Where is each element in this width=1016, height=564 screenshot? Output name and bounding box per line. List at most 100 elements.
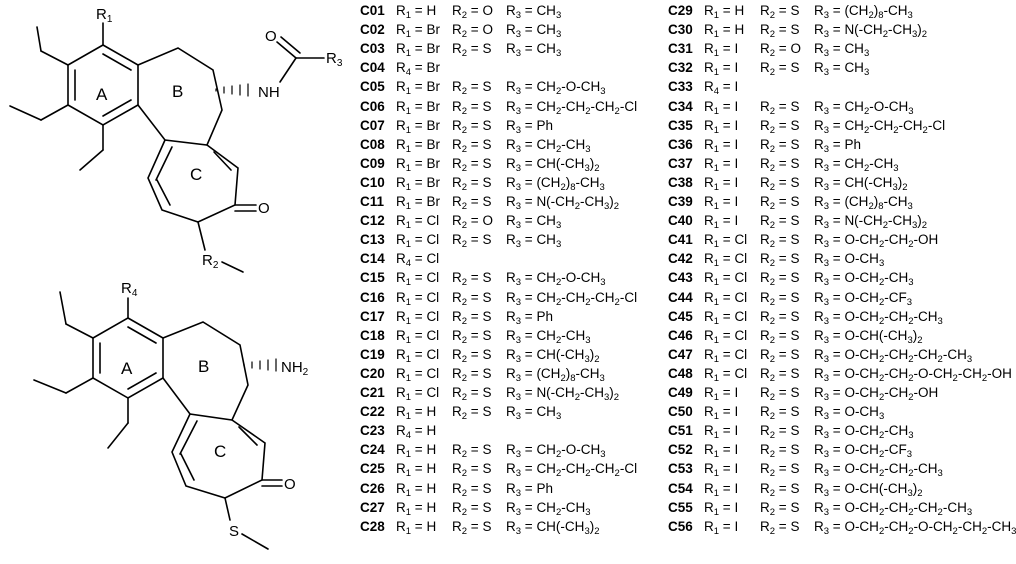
- r3-value: R3 = O-CH2-CH2-O-CH2-CH2-OH: [814, 365, 1012, 384]
- r4-value: R4 = I: [704, 79, 739, 98]
- r3-value: R3 = CH2-CH2-CH2-Cl: [506, 98, 638, 117]
- bottom-nh2-label: NH2: [281, 359, 309, 378]
- r1-value: R1 = Br: [396, 136, 440, 155]
- r1-value: R1 = Cl: [704, 346, 748, 365]
- r1-value: R1 = Cl: [704, 327, 748, 346]
- bottom-ring-c-double-2: [180, 453, 195, 481]
- r2-value: R2 = S: [452, 117, 492, 136]
- r1-value: R1 = I: [704, 442, 739, 461]
- r3-value: R3 = CH(-CH3)2: [814, 174, 908, 193]
- top-ome-2-bond: [40, 104, 69, 121]
- r1-value: R1 = I: [704, 41, 739, 60]
- compound-id: C55: [668, 499, 693, 515]
- r2-value: R2 = S: [760, 194, 800, 212]
- r3-value: R3 = O-CH2-CH2-CH3: [814, 461, 943, 480]
- r2-value: R2 = S: [760, 3, 800, 21]
- r3-value: R3 = CH3: [506, 232, 562, 251]
- r3-value: R3 = O-CH3: [814, 404, 885, 423]
- r3-value: R3 = O-CH(-CH3)2: [814, 327, 923, 346]
- r1-value: R1 = H: [396, 404, 437, 423]
- compound-id: C39: [668, 194, 693, 209]
- r1-value: R1 = Br: [396, 155, 440, 174]
- r1-value: R1 = H: [704, 3, 745, 21]
- top-ring-c-label: C: [190, 165, 202, 184]
- compound-id: C14: [360, 251, 385, 267]
- r1-value: R1 = I: [704, 404, 739, 423]
- r1-value: R1 = I: [704, 385, 739, 403]
- r3-value: R3 = CH2-O-CH3: [506, 79, 606, 98]
- bottom-ome-1-methyl: [59, 291, 67, 325]
- r1-value: R1 = Cl: [396, 308, 440, 327]
- r3-value: R3 = CH2-CH3: [506, 327, 591, 346]
- r1-value: R1 = I: [704, 155, 739, 174]
- compound-id: C56: [668, 518, 693, 534]
- compound-id: C19: [360, 346, 385, 362]
- bottom-s-bond: [224, 497, 231, 521]
- r3-value: R3 = CH(-CH3)2: [506, 346, 600, 365]
- r3-value: R3 = O-CH2-CH2-O-CH2-CH2-CH3: [814, 518, 1016, 537]
- r2-value: R2 = S: [452, 461, 492, 480]
- bottom-ome-1-bond: [65, 323, 94, 339]
- r1-value: R1 = Br: [396, 79, 440, 98]
- bottom-ring-b-label: B: [198, 357, 209, 376]
- bottom-ome-2-bond: [65, 377, 94, 394]
- r2-value: R2 = S: [452, 270, 492, 289]
- r1-value: R1 = Cl: [396, 270, 440, 289]
- compound-id: C25: [360, 461, 385, 477]
- r3-value: R3 = CH2-CH2-CH2-Cl: [814, 117, 946, 136]
- compound-id: C45: [668, 308, 693, 324]
- compound-id: C41: [668, 232, 693, 248]
- r1-value: R1 = Cl: [704, 308, 748, 327]
- r1-value: R1 = I: [704, 60, 739, 79]
- r3-value: R3 = CH3: [506, 213, 562, 232]
- r1-value: R1 = I: [704, 117, 739, 136]
- r2-value: R2 = S: [452, 174, 492, 193]
- r3-value: R3 = CH(-CH3)2: [506, 518, 600, 537]
- r2-value: R2 = S: [760, 60, 800, 79]
- compound-id: C32: [668, 60, 693, 76]
- r1-value: R1 = I: [704, 461, 739, 480]
- r2-value: R2 = S: [760, 442, 800, 461]
- r3-value: R3 = O-CH(-CH3)2: [814, 480, 923, 499]
- r1-value: R1 = I: [704, 518, 739, 537]
- compound-id: C01: [360, 3, 385, 18]
- r3-value: R3 = CH3: [506, 3, 562, 21]
- r3-value: R3 = O-CH2-CH2-CH2-CH3: [814, 346, 973, 365]
- top-r2-methyl: [221, 261, 244, 273]
- r1-value: R1 = Cl: [704, 365, 748, 384]
- r2-value: R2 = S: [452, 346, 492, 365]
- r2-value: R2 = S: [452, 194, 492, 212]
- bottom-ome-3-methyl: [107, 422, 129, 449]
- r1-value: R1 = I: [704, 174, 739, 193]
- r2-value: R2 = S: [452, 385, 492, 403]
- r1-value: R1 = Br: [396, 41, 440, 60]
- top-r2-bond: [197, 221, 206, 251]
- bottom-structure: R4 A B C NH2 O S: [33, 280, 309, 550]
- r3-value: R3 = N(-CH2-CH3)2: [814, 22, 928, 41]
- bottom-s-methyl: [241, 533, 269, 550]
- r1-value: R1 = I: [704, 98, 739, 117]
- r2-value: R2 = O: [760, 41, 801, 60]
- r3-value: R3 = O-CH2-CH2-OH: [814, 232, 939, 251]
